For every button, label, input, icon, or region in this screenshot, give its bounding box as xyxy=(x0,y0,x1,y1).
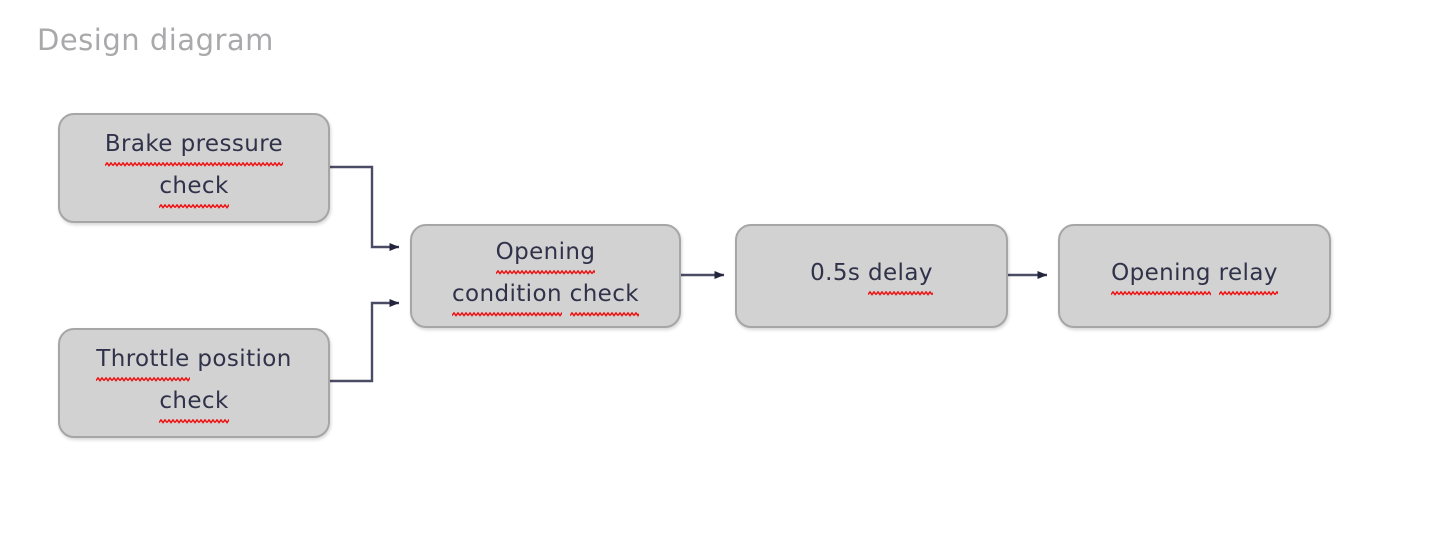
misspelled-word: delay xyxy=(868,255,933,297)
edge-throttle-to-condition xyxy=(330,299,400,383)
misspelled-word: Opening xyxy=(1111,255,1211,297)
page-title: Design diagram xyxy=(37,23,274,57)
misspelled-word: check xyxy=(569,276,639,318)
node-label-word: position xyxy=(197,346,292,372)
misspelled-word: Throttle xyxy=(96,341,190,383)
node-label-word: 0.5s xyxy=(810,260,868,286)
misspelled-word: condition xyxy=(451,276,562,318)
misspelled-word: check xyxy=(159,168,229,210)
node-label: Opening relay xyxy=(1097,255,1292,297)
edge-brake-to-condition xyxy=(330,165,400,251)
node-delay[interactable]: 0.5s delay xyxy=(735,224,1008,328)
misspelled-word: relay xyxy=(1218,255,1278,297)
misspelled-word: Brake pressure xyxy=(104,126,284,168)
node-label: 0.5s delay xyxy=(796,255,947,297)
node-throttle-position-check[interactable]: Throttle position check xyxy=(58,328,330,438)
node-label: Throttle position check xyxy=(82,341,305,425)
misspelled-word: Opening xyxy=(495,234,596,276)
node-opening-relay[interactable]: Opening relay xyxy=(1058,224,1331,328)
misspelled-word: check xyxy=(159,383,229,425)
